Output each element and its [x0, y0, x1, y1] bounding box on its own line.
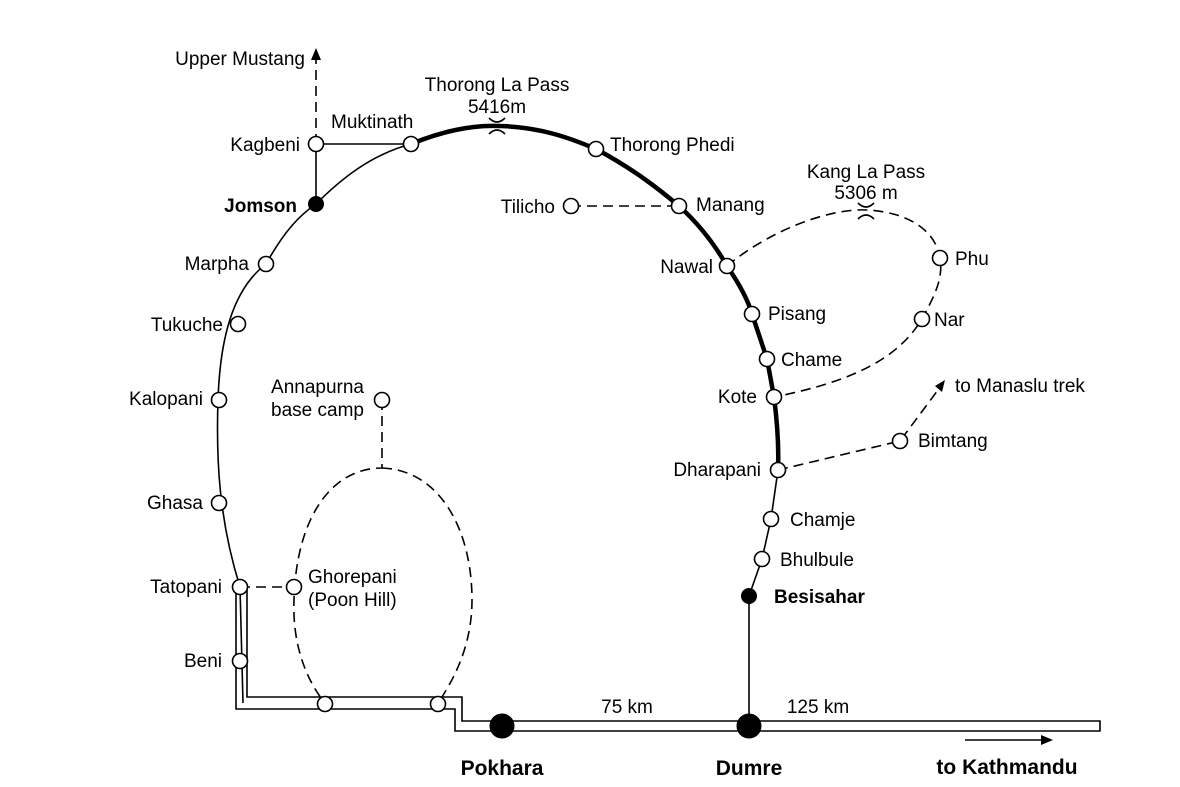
- label-phu: Phu: [955, 249, 989, 270]
- label-bimtang: Bimtang: [918, 431, 988, 452]
- label-bhulbule: Bhulbule: [780, 550, 854, 571]
- label-marpha: Marpha: [185, 254, 250, 275]
- label-ghorepani-line1: Ghorepani: [308, 567, 397, 588]
- label-ghorepani-line2: (Poon Hill): [308, 590, 397, 611]
- label-pokhara: Pokhara: [461, 757, 544, 780]
- stop-marpha[interactable]: [257, 255, 275, 273]
- stop-nawal[interactable]: [718, 257, 736, 275]
- stop-ghasa[interactable]: [210, 494, 228, 512]
- pass-marker-icon: [857, 202, 875, 220]
- stop-pisang[interactable]: [743, 305, 761, 323]
- label-upper-mustang: Upper Mustang: [175, 49, 305, 70]
- stop-nar[interactable]: [913, 310, 931, 328]
- label-dharapani: Dharapani: [673, 460, 761, 481]
- label-to-manaslu: to Manaslu trek: [955, 376, 1085, 397]
- stop-muktinath[interactable]: [402, 135, 420, 153]
- label-nawal: Nawal: [660, 257, 713, 278]
- label-nar: Nar: [934, 310, 965, 331]
- stop-jomson[interactable]: [308, 196, 324, 212]
- label-dumre: Dumre: [716, 757, 783, 780]
- label-kang-pass: Kang La Pass: [807, 162, 925, 183]
- stop-road-east[interactable]: [429, 695, 447, 713]
- stop-ghorepani[interactable]: [285, 578, 303, 596]
- label-thorong-elev: 5416m: [468, 97, 526, 118]
- stop-kagbeni[interactable]: [307, 135, 325, 153]
- road-outline: [235, 587, 1101, 732]
- stop-dumre[interactable]: [736, 713, 762, 739]
- label-chamje: Chamje: [790, 510, 855, 531]
- stop-annapurna-base-camp[interactable]: [373, 391, 391, 409]
- stop-besisahar[interactable]: [741, 588, 757, 604]
- stop-chamje[interactable]: [762, 510, 780, 528]
- trail-annapurna-base-camp: [293, 400, 383, 704]
- stop-road-west[interactable]: [316, 695, 334, 713]
- label-manang: Manang: [696, 195, 765, 216]
- pass-marker-icon: [488, 117, 506, 135]
- stop-phu[interactable]: [931, 249, 949, 267]
- label-besisahar: Besisahar: [774, 587, 865, 608]
- upper-mustang-arrow-icon: [311, 48, 321, 60]
- stop-bimtang[interactable]: [891, 432, 909, 450]
- stop-kalopani[interactable]: [210, 391, 228, 409]
- label-dist-75: 75 km: [601, 697, 653, 718]
- label-abc-line1: Annapurna: [271, 377, 364, 398]
- stop-manang[interactable]: [670, 197, 688, 215]
- manaslu-arrow-icon: [935, 380, 945, 392]
- label-tatopani: Tatopani: [150, 577, 222, 598]
- arrow-right-icon: [965, 735, 1053, 745]
- trail-manaslu: [777, 389, 939, 471]
- label-abc-line2: base camp: [271, 400, 364, 421]
- stop-tukuche[interactable]: [229, 315, 247, 333]
- stop-tilicho[interactable]: [562, 197, 580, 215]
- label-kote: Kote: [718, 387, 757, 408]
- stop-pokhara[interactable]: [489, 713, 515, 739]
- label-dist-125: 125 km: [787, 697, 849, 718]
- stop-tatopani[interactable]: [231, 578, 249, 596]
- stop-bhulbule[interactable]: [753, 550, 771, 568]
- label-beni: Beni: [184, 651, 222, 672]
- label-jomson: Jomson: [224, 196, 297, 217]
- stop-kote[interactable]: [765, 388, 783, 406]
- label-kalopani: Kalopani: [129, 389, 203, 410]
- label-muktinath: Muktinath: [331, 112, 413, 133]
- label-tukuche: Tukuche: [151, 315, 223, 336]
- label-thorong-phedi: Thorong Phedi: [610, 135, 735, 156]
- label-ghasa: Ghasa: [147, 493, 203, 514]
- label-tilicho: Tilicho: [501, 197, 555, 218]
- trail-abc-east: [381, 467, 473, 704]
- label-thorong-pass: Thorong La Pass: [425, 75, 570, 96]
- stop-beni[interactable]: [231, 652, 249, 670]
- trail-besisahar-dharapani: [748, 469, 779, 597]
- stop-chame[interactable]: [758, 350, 776, 368]
- label-kang-elev: 5306 m: [834, 183, 897, 204]
- trail-thorong-section: [410, 123, 781, 471]
- trail-west-side: [216, 143, 412, 704]
- label-pisang: Pisang: [768, 304, 826, 325]
- label-chame: Chame: [781, 350, 842, 371]
- label-kagbeni: Kagbeni: [230, 135, 300, 156]
- label-to-kathmandu: to Kathmandu: [936, 756, 1077, 779]
- stop-thorong-phedi[interactable]: [587, 140, 605, 158]
- stop-dharapani[interactable]: [769, 461, 787, 479]
